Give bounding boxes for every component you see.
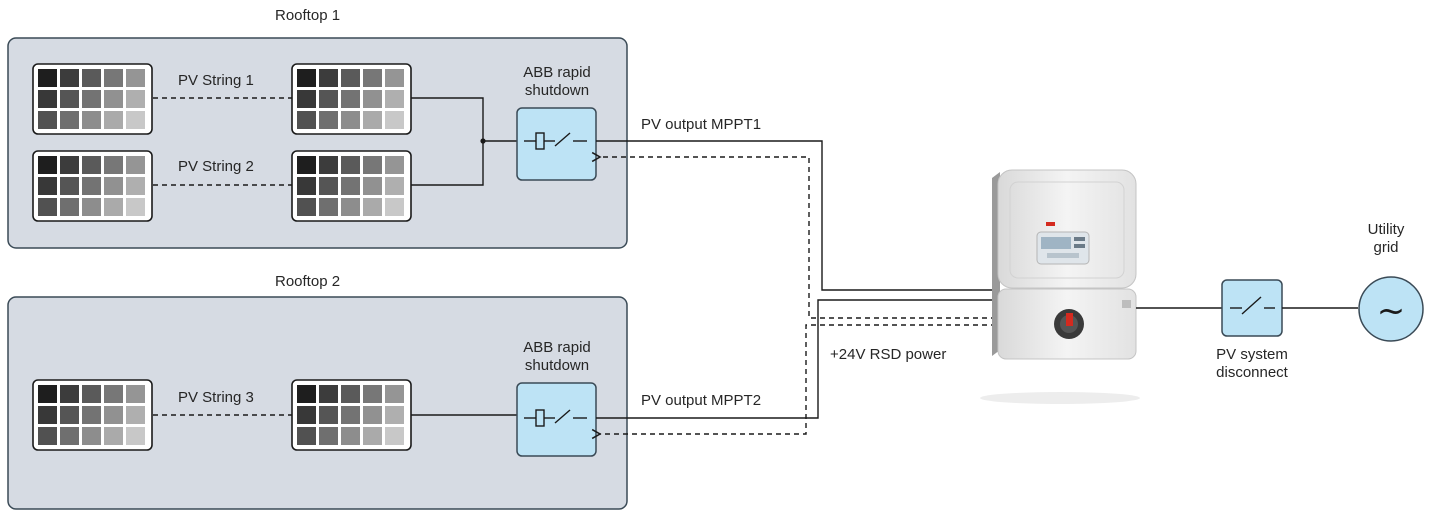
pv-panel-3b [291, 379, 412, 451]
pv-string-1-label: PV String 1 [178, 72, 254, 89]
pv-string-3-label: PV String 3 [178, 389, 254, 406]
disconnect-label-line-1: PV system [1216, 346, 1288, 363]
pv-panel-2a [32, 150, 153, 222]
shutdown-2-label-line-1: ABB rapid [523, 339, 591, 356]
rooftop-2-title: Rooftop 2 [275, 273, 341, 290]
string-1-wire [411, 97, 484, 141]
grid-label: Utility grid [1346, 221, 1426, 257]
pv-string-2-label: PV String 2 [178, 158, 254, 175]
shutdown-1-label: ABB rapid shutdown [507, 64, 607, 100]
disconnect-label: PV system disconnect [1192, 346, 1312, 382]
rooftop-1-area [7, 37, 628, 249]
junction-dot [480, 138, 486, 144]
mppt2-label: PV output MPPT2 [641, 392, 762, 409]
shutdown-1-label-line-2: shutdown [524, 82, 590, 99]
shutdown-2-label: ABB rapid shutdown [507, 339, 607, 375]
rapid-shutdown-device-1 [516, 107, 597, 181]
grid-label-line-1: Utility [1367, 221, 1405, 238]
inverter [980, 169, 1140, 404]
mppt1-wire [596, 140, 996, 291]
grid-symbol-text: ~ [1377, 291, 1406, 331]
pv-panel-2b [291, 150, 412, 222]
shutdown-2-label-line-2: shutdown [524, 357, 590, 374]
grid-label-line-2: grid [1373, 239, 1399, 256]
rapid-shutdown-device-2 [516, 382, 597, 457]
pv-panel-1b [291, 63, 412, 135]
rsd-power-label: +24V RSD power [830, 346, 947, 363]
mppt1-label: PV output MPPT1 [641, 116, 762, 133]
rsd-power-wire-1 [591, 151, 996, 319]
pv-system-disconnect [1221, 279, 1283, 337]
rsd-power-wire-2 [591, 324, 996, 440]
shutdown-1-label-line-1: ABB rapid [523, 64, 591, 81]
pv-panel-1a [32, 63, 153, 135]
disconnect-label-line-2: disconnect [1216, 364, 1288, 381]
rooftop-1-title: Rooftop 1 [275, 7, 341, 24]
utility-grid-symbol [1358, 276, 1424, 342]
pv-panel-3a [32, 379, 153, 451]
string-2-wire [411, 141, 484, 186]
mppt2-wire [596, 299, 996, 419]
